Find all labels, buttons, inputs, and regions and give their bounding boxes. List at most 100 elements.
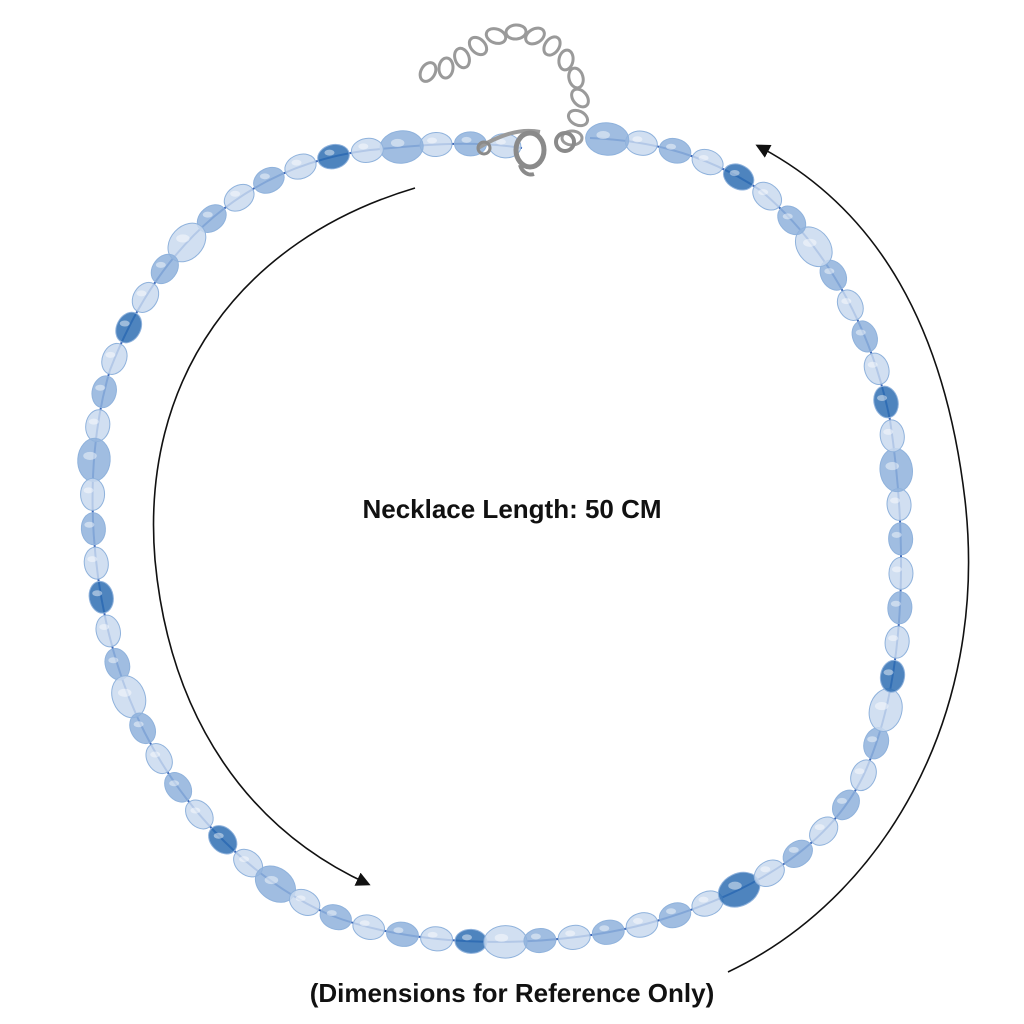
bead: [288, 888, 321, 916]
chain-link: [524, 26, 546, 46]
bead: [585, 122, 630, 156]
bead-highlight: [87, 556, 98, 563]
bead-highlight: [666, 143, 677, 150]
bead-highlight: [461, 136, 472, 143]
reference-note: (Dimensions for Reference Only): [309, 978, 715, 1008]
bead-highlight: [890, 600, 901, 607]
lobster-clasp-icon: [476, 128, 576, 177]
bead-highlight: [565, 930, 576, 937]
necklace-length-label: Necklace Length: 50 CM: [362, 494, 662, 524]
right-arrow-icon: [727, 144, 970, 973]
bead-necklace-icon: [77, 122, 914, 959]
bead-highlight: [105, 351, 116, 358]
chain-link: [566, 108, 590, 128]
bead-highlight: [239, 856, 250, 863]
chain-extender-icon: [418, 23, 590, 147]
bead-highlight: [874, 702, 889, 711]
bead-highlight: [666, 908, 677, 915]
bead-highlight: [190, 807, 201, 814]
bead: [352, 914, 385, 940]
bead: [80, 512, 106, 546]
bead-highlight: [264, 876, 279, 885]
bead: [379, 130, 424, 164]
bead: [850, 759, 877, 792]
bead-highlight: [324, 149, 335, 156]
bead: [879, 659, 906, 693]
bead-highlight: [855, 329, 866, 336]
bead-highlight: [393, 927, 404, 934]
bead-highlight: [599, 925, 610, 932]
bead: [888, 522, 914, 556]
bead-highlight: [326, 910, 337, 917]
bead: [95, 614, 121, 648]
bead: [887, 591, 913, 625]
bead: [83, 546, 109, 580]
bead-highlight: [891, 566, 902, 573]
bead: [88, 580, 114, 614]
bead: [101, 342, 128, 375]
bead: [863, 352, 890, 385]
bead: [253, 166, 285, 194]
bead-highlight: [632, 136, 643, 143]
bead-highlight: [259, 173, 270, 180]
bead-highlight: [877, 394, 888, 401]
bead: [164, 772, 193, 803]
bead-highlight: [854, 768, 865, 775]
bead-highlight: [88, 418, 99, 425]
bead-highlight: [632, 917, 643, 924]
bead: [223, 183, 255, 212]
bead: [722, 163, 755, 191]
bead-highlight: [108, 657, 119, 664]
bead: [420, 926, 454, 952]
bead: [185, 799, 214, 830]
bead-highlight: [230, 190, 241, 197]
bead-highlight: [758, 189, 769, 196]
bead: [658, 902, 692, 929]
bead-highlight: [133, 721, 144, 728]
bead-highlight: [883, 669, 894, 676]
bead: [319, 904, 352, 931]
bead-highlight: [169, 780, 180, 787]
bead: [350, 137, 384, 163]
bead-highlight: [530, 933, 541, 940]
bead: [454, 928, 488, 954]
chain-link: [453, 46, 471, 70]
bead: [884, 625, 910, 659]
bead-highlight: [803, 238, 817, 247]
bead-highlight: [461, 934, 472, 941]
bead-highlight: [136, 290, 147, 297]
bead: [625, 130, 658, 156]
bead: [591, 919, 625, 945]
bead-highlight: [95, 384, 106, 391]
bead-highlight: [358, 143, 369, 150]
bead-highlight: [295, 895, 306, 902]
bead: [888, 556, 914, 590]
bead-highlight: [176, 234, 190, 243]
bead: [483, 925, 528, 959]
bead: [752, 181, 783, 211]
bead: [851, 320, 878, 353]
bead-highlight: [814, 824, 825, 831]
bead-highlight: [836, 797, 847, 804]
bead: [873, 385, 899, 419]
bead: [782, 839, 813, 869]
bead-highlight: [782, 213, 793, 220]
chain-link: [437, 56, 455, 80]
bead: [91, 375, 117, 409]
bead-highlight: [596, 130, 610, 140]
bead: [145, 742, 173, 775]
bead-highlight: [427, 931, 438, 938]
bead: [317, 143, 350, 170]
chain-link: [557, 48, 575, 72]
bead: [691, 148, 724, 176]
bead: [658, 137, 692, 164]
bead-highlight: [92, 590, 103, 597]
bead: [386, 921, 419, 947]
bead: [777, 205, 807, 236]
bead: [753, 859, 785, 887]
bead-highlight: [891, 531, 902, 538]
bead-highlight: [291, 159, 302, 166]
bead-highlight: [150, 751, 161, 758]
bead-highlight: [883, 428, 894, 435]
